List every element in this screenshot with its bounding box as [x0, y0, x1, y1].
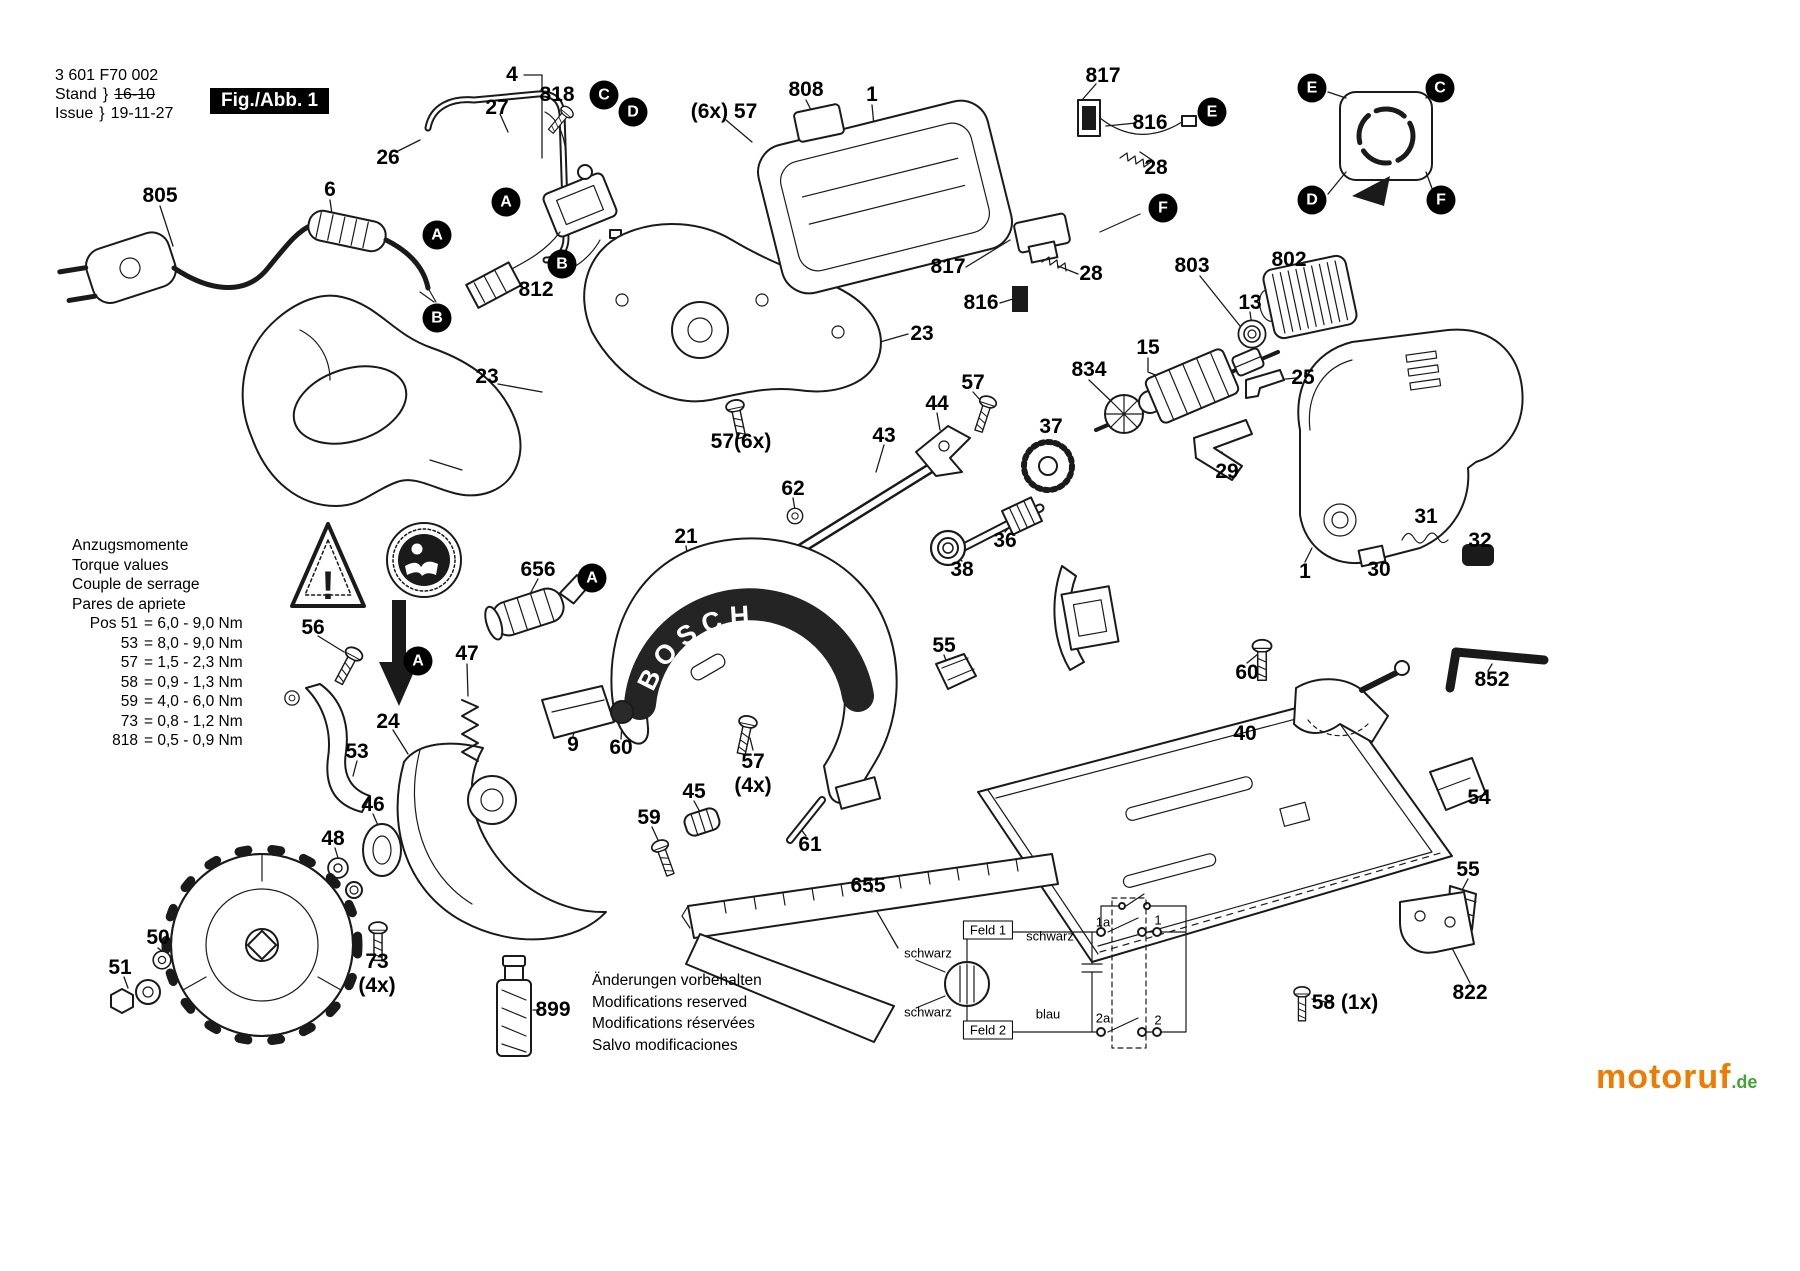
blade-guard-drawing: BOSCH — [610, 537, 898, 810]
watermark: motoruf.de — [1596, 1058, 1757, 1097]
grease-tube-drawing — [496, 955, 532, 1057]
torque-title: Torque values — [72, 556, 169, 574]
note-line: Modifications reserved — [592, 993, 748, 1011]
note-line: Änderungen vorbehalten — [592, 972, 762, 989]
brush-wiring-lower-drawing — [1012, 212, 1141, 312]
torque-pos: 58 — [120, 673, 138, 691]
guide-roller-drawing — [484, 574, 634, 739]
gear-housing-drawing — [583, 223, 882, 441]
torque-value: = 1,5 - 2,3 Nm — [144, 654, 243, 671]
down-arrow-icon — [379, 600, 420, 706]
torque-title: Pares de apriete — [72, 595, 186, 613]
torque-pos: Pos 51 — [89, 615, 138, 632]
issue-value: 19-11-27 — [110, 105, 174, 122]
brace: } — [102, 86, 109, 103]
corner-frame-drawing — [1327, 91, 1435, 195]
torque-title: Anzugsmomente — [72, 537, 189, 554]
stand-label: Stand — [55, 86, 97, 103]
watermark-tld: .de — [1731, 1072, 1758, 1092]
type-number: 3 601 F70 002 — [55, 67, 159, 84]
torque-title: Couple de serrage — [72, 576, 200, 593]
note-line: Modifications réservées — [592, 1015, 755, 1032]
stand-value: 16-10 — [114, 86, 156, 103]
torque-value: = 6,0 - 9,0 Nm — [144, 615, 243, 632]
rip-fence-drawing — [681, 853, 1059, 1043]
read-manual-icon — [386, 522, 462, 598]
base-plate-drawing — [935, 565, 1549, 1022]
motor-housing-drawing — [1193, 328, 1524, 568]
stator-drawing — [1258, 176, 1390, 340]
torque-pos: 57 — [120, 654, 138, 671]
armature-drawing — [1094, 319, 1280, 434]
pointer-arrow-icon — [1352, 176, 1390, 206]
torque-value: = 0,5 - 0,9 Nm — [144, 732, 243, 749]
handle-housing-drawing — [241, 294, 522, 507]
warning-triangle-icon: ! — [290, 522, 366, 608]
torque-value: = 4,0 - 6,0 Nm — [144, 693, 243, 710]
circuit-diagram-drawing — [915, 893, 1187, 1049]
torque-value: = 0,8 - 1,2 Nm — [144, 712, 243, 730]
spindle-train-drawing — [786, 393, 1075, 567]
issue-label: Issue — [55, 105, 94, 122]
brush-wiring-top-drawing — [1077, 99, 1197, 168]
torque-value: = 0,9 - 1,3 Nm — [144, 673, 243, 691]
power-cord-drawing — [57, 209, 437, 304]
title-block: 3 601 F70 002 Stand } 16-10 Issue } 19-1… — [55, 66, 173, 123]
watermark-name: motoruf — [1596, 1058, 1732, 1096]
note-line: Salvo modificaciones — [592, 1036, 738, 1054]
cord-grip-drawing — [307, 209, 387, 253]
figure-label: Fig./Abb. 1 — [210, 88, 330, 114]
torque-value: = 8,0 - 9,0 Nm — [144, 634, 243, 652]
motor-field-housing-drawing — [757, 99, 1013, 295]
torque-pos: 818 — [112, 732, 138, 749]
torque-pos: 59 — [120, 693, 138, 710]
brace: } — [99, 105, 105, 122]
small-parts-drawing — [649, 713, 826, 879]
torque-rows: Pos 51 = 6,0 - 9,0 Nm 53 = 8,0 - 9,0 Nm 57 = … — [72, 614, 243, 751]
torque-pos: 53 — [120, 634, 138, 652]
saw-blade-drawing — [110, 844, 388, 1046]
lower-guard-drawing — [284, 643, 607, 941]
warning-exclamation: ! — [321, 564, 334, 608]
torque-pos: 73 — [120, 712, 138, 730]
connector-812-drawing — [465, 261, 522, 309]
